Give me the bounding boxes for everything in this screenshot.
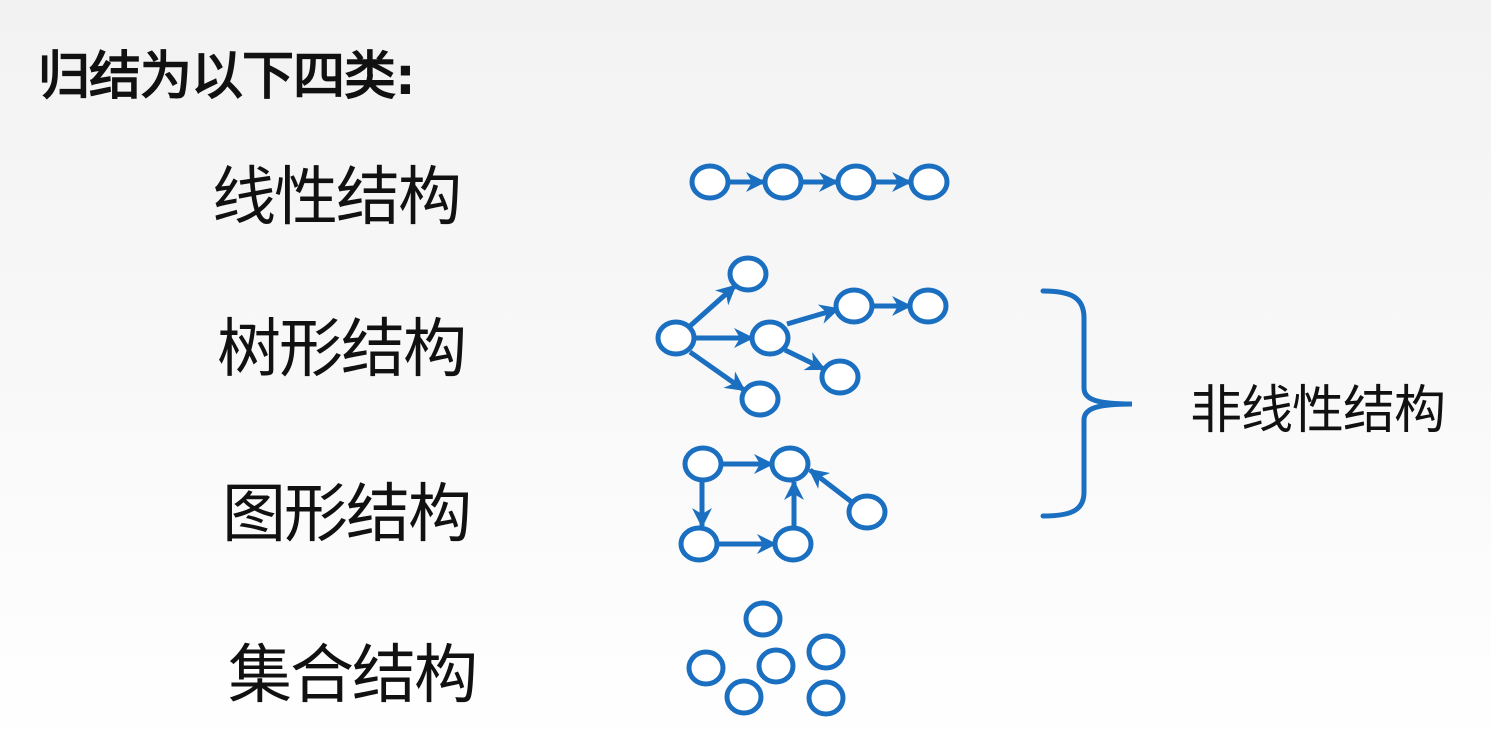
graph-node [772, 525, 814, 563]
set-structure-diagram [686, 600, 846, 717]
graph-node [682, 445, 724, 483]
label-linear-structure: 线性结构 [212, 161, 462, 235]
set-node [806, 679, 846, 717]
set-node [756, 647, 796, 685]
tree-node [833, 287, 875, 325]
linear-structure-diagram [689, 163, 950, 201]
tree-edge [688, 349, 746, 393]
label-tree-structure: 树形结构 [217, 313, 467, 387]
label-nonlinear-structure: 非线性结构 [1190, 381, 1446, 441]
label-set-structure: 集合结构 [228, 639, 478, 713]
set-node [724, 678, 764, 716]
tree-edge [786, 304, 840, 327]
linear-node [689, 163, 731, 201]
set-node [806, 633, 846, 671]
linear-node [908, 163, 950, 201]
graph-node [769, 445, 811, 483]
tree-node [655, 319, 697, 357]
tree-node [907, 287, 949, 325]
graph-node [678, 525, 720, 563]
nonlinear-brace [1040, 288, 1133, 519]
tree-structure-diagram [655, 255, 949, 418]
linear-node [762, 163, 804, 201]
graph-node [846, 493, 888, 531]
set-node [686, 649, 726, 687]
linear-node [835, 163, 877, 201]
tree-node [739, 380, 781, 418]
tree-node [749, 319, 791, 357]
page-heading: 归结为以下四类: [38, 47, 416, 107]
set-node [743, 600, 783, 638]
tree-edge [783, 347, 826, 372]
graph-structure-diagram [678, 445, 888, 563]
tree-edge [688, 284, 737, 328]
graph-edge [808, 468, 855, 505]
label-graph-structure: 图形结构 [222, 478, 472, 552]
tree-node [819, 358, 861, 396]
tree-node [727, 255, 769, 293]
